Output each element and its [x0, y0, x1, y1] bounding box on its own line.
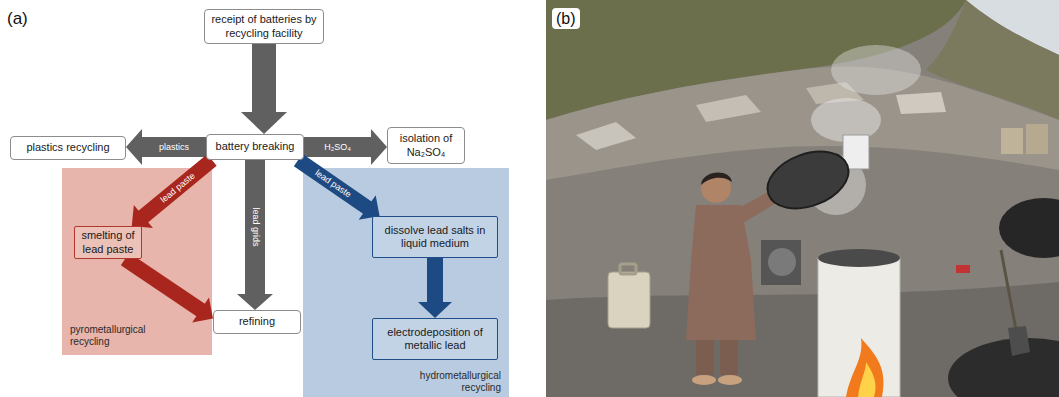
block-arrow — [304, 129, 387, 165]
process-band: hydrometallurgical recycling dissolve lea… — [303, 168, 509, 397]
debris — [696, 95, 761, 122]
process-band: pyrometallurgical recycling smelting of l… — [62, 168, 212, 355]
sack — [1026, 124, 1048, 154]
blower — [761, 240, 801, 285]
arrow-label: lead paste — [313, 168, 352, 199]
process-box: electrodeposition of metallic lead — [372, 318, 498, 360]
coal-pile — [999, 198, 1059, 258]
arrow-shaft — [245, 160, 265, 295]
process-box: plastics recycling — [10, 136, 126, 160]
box-label: dissolve lead salts in liquid medium — [383, 224, 487, 250]
debris — [896, 92, 946, 114]
arrowhead — [237, 294, 273, 310]
band-label: pyrometallurgical recycling — [70, 324, 182, 348]
arrow-shaft — [125, 259, 201, 311]
arrow-shaft — [252, 44, 276, 113]
coal-pile — [948, 338, 1059, 397]
block-arrow — [126, 129, 206, 165]
arrow-shaft — [427, 258, 443, 303]
blower-wheel — [768, 248, 796, 276]
child-body — [686, 205, 756, 340]
box-label: electrodeposition of metallic lead — [383, 326, 487, 352]
process-box: battery breaking — [206, 134, 304, 160]
arrow-label: lead grids — [251, 207, 260, 246]
process-box: dissolve lead salts in liquid medium — [372, 216, 498, 258]
child-hair — [701, 173, 732, 185]
panel-letter: (b) — [552, 8, 580, 29]
box-label: plastics recycling — [26, 141, 109, 154]
barrel-rim — [818, 249, 900, 267]
arrow-shaft — [141, 137, 206, 157]
jerrycan — [608, 272, 650, 328]
band-fill — [62, 168, 212, 355]
box-label: battery breaking — [216, 140, 295, 153]
barrel-furnace — [818, 258, 900, 397]
debris — [956, 265, 970, 273]
process-box: isolation of Na₂SO₄ — [387, 127, 465, 164]
shovel-blade — [1008, 326, 1030, 356]
jerrycan-handle — [620, 264, 636, 274]
block-arrow — [125, 259, 213, 322]
pan — [760, 141, 857, 219]
arrowhead — [126, 129, 142, 165]
box-label: smelting of lead paste — [79, 229, 137, 255]
smoke — [831, 45, 921, 95]
ground — [546, 0, 1059, 397]
sack — [1001, 128, 1023, 154]
arrow-shaft — [298, 160, 368, 208]
box-label: receipt of batteries by recycling facili… — [209, 13, 319, 39]
debris — [576, 122, 636, 150]
child-head — [701, 173, 731, 203]
arrow-shaft — [143, 160, 212, 217]
photo-illustration — [546, 0, 1059, 397]
block-arrow — [418, 258, 452, 318]
child-arm — [696, 215, 718, 268]
arrowhead — [192, 298, 213, 323]
box-label: isolation of Na₂SO₄ — [392, 132, 460, 158]
arrow-label: H₂SO₄ — [324, 143, 351, 152]
arrow-label: plastics — [159, 143, 189, 152]
shovel-handle — [1001, 250, 1016, 330]
box-label: refining — [239, 315, 275, 328]
child-foot — [692, 375, 716, 385]
fire — [858, 362, 876, 397]
block-arrow — [298, 160, 379, 220]
child-foot — [718, 375, 742, 385]
process-box: smelting of lead paste — [74, 226, 142, 259]
band-label: hydrometallurgical recycling — [389, 370, 501, 394]
process-box: refining — [213, 310, 301, 334]
panel-letter: (a) — [7, 9, 28, 29]
block-arrow — [237, 160, 273, 310]
arrowhead — [418, 302, 452, 318]
arrowhead — [132, 205, 153, 228]
block-arrow — [132, 160, 212, 228]
arrowhead — [371, 129, 387, 165]
arrow-label: lead paste — [159, 172, 197, 205]
band-fill — [303, 168, 509, 397]
fire — [846, 338, 884, 397]
arrowhead — [241, 112, 287, 134]
process-box: receipt of batteries by recycling facili… — [204, 9, 324, 44]
block-arrow — [241, 44, 287, 134]
arrow-shaft — [304, 137, 372, 157]
